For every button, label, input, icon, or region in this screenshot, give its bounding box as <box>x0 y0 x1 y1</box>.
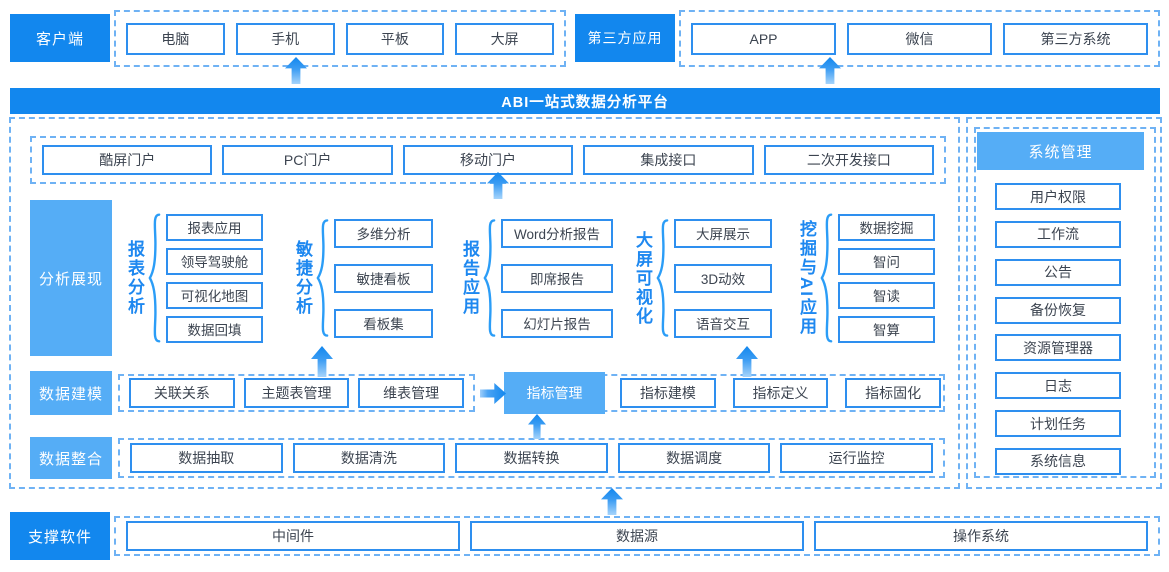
third-party-apps-container: APP 微信 第三方系统 <box>679 10 1160 67</box>
integration-section-label: 数据整合 <box>30 437 112 479</box>
analysis-box: 报表应用 <box>166 213 263 241</box>
app-box: 微信 <box>847 22 992 55</box>
analysis-box: 可视化地图 <box>166 281 263 309</box>
analysis-group-agile: 敏捷分析 多维分析 敏捷看板 看板集 <box>293 200 442 356</box>
system-box: 日志 <box>995 372 1121 400</box>
support-box: 数据源 <box>470 521 804 551</box>
support-box: 操作系统 <box>814 521 1148 551</box>
system-outer-container <box>966 117 1162 489</box>
modeling-section-label: 数据建模 <box>30 371 112 415</box>
metric-box: 指标建模 <box>620 378 716 408</box>
support-box: 中间件 <box>126 521 460 551</box>
system-box: 工作流 <box>995 220 1121 248</box>
metric-box: 指标固化 <box>845 378 942 408</box>
analysis-group-bigscreen: 大屏可视化 大屏展示 3D动效 语音交互 <box>633 200 782 356</box>
platform-title-banner: ABI一站式数据分析平台 <box>10 88 1160 114</box>
portal-box: 二次开发接口 <box>763 145 935 175</box>
integration-container: 数据抽取 数据清洗 数据转换 数据调度 运行监控 <box>118 438 945 478</box>
analysis-box: 即席报告 <box>501 263 613 293</box>
curly-brace-icon <box>316 218 329 338</box>
curly-brace-icon <box>656 218 669 338</box>
platform-container <box>9 117 960 489</box>
modeling-box: 维表管理 <box>358 378 465 408</box>
group-title: 大屏可视化 <box>633 230 652 326</box>
curly-brace-icon <box>820 212 833 344</box>
analysis-group-report-app: 报告应用 Word分析报告 即席报告 幻灯片报告 <box>460 200 621 356</box>
analysis-box: Word分析报告 <box>501 218 613 248</box>
system-box: 公告 <box>995 258 1121 286</box>
system-box: 计划任务 <box>995 410 1121 438</box>
analysis-box: 领导驾驶舱 <box>166 247 263 275</box>
modeling-box: 关联关系 <box>129 378 235 408</box>
analysis-box: 智算 <box>838 315 935 343</box>
group-title: 报表分析 <box>125 240 144 316</box>
device-box: 平板 <box>345 22 445 55</box>
app-box: APP <box>691 22 836 55</box>
support-container: 中间件 数据源 操作系统 <box>114 516 1160 556</box>
modeling-relations-container: 关联关系 主题表管理 维表管理 <box>118 374 475 412</box>
analysis-box: 智问 <box>838 247 935 275</box>
portal-box: 酷屏门户 <box>42 145 213 175</box>
analysis-box: 数据回填 <box>166 315 263 343</box>
device-box: 电脑 <box>126 22 225 55</box>
system-box: 备份恢复 <box>995 296 1121 324</box>
system-box: 系统信息 <box>995 447 1121 475</box>
analysis-box: 看板集 <box>334 308 433 338</box>
analysis-box: 智读 <box>838 281 935 309</box>
analysis-box: 3D动效 <box>674 263 772 293</box>
app-box: 第三方系统 <box>1003 22 1148 55</box>
curly-brace-icon <box>483 218 496 338</box>
group-title: 报告应用 <box>460 240 479 316</box>
metric-management-highlight: 指标管理 <box>504 372 605 414</box>
curly-brace-icon <box>148 212 161 344</box>
analysis-box: 多维分析 <box>334 218 433 248</box>
system-items: 用户权限 工作流 公告 备份恢复 资源管理器 日志 计划任务 系统信息 <box>995 183 1121 475</box>
portal-box: 移动门户 <box>402 145 574 175</box>
integration-box: 运行监控 <box>780 443 933 473</box>
device-box: 手机 <box>235 22 335 55</box>
integration-box: 数据调度 <box>617 443 771 473</box>
integration-box: 数据转换 <box>455 443 608 473</box>
portal-box: 集成接口 <box>583 145 754 175</box>
metric-box: 指标定义 <box>732 378 829 408</box>
up-arrow-icon <box>601 488 623 515</box>
system-inner-container <box>974 127 1156 478</box>
analysis-group-report: 报表分析 报表应用 领导驾驶舱 可视化地图 数据回填 <box>125 200 274 356</box>
group-title: 挖掘与AI应用 <box>797 220 816 336</box>
analysis-box: 幻灯片报告 <box>501 308 613 338</box>
analysis-box: 大屏展示 <box>674 218 772 248</box>
support-section-label: 支撑软件 <box>10 512 110 560</box>
analysis-group-ai: 挖掘与AI应用 数据挖掘 智问 智读 智算 <box>797 200 945 356</box>
analysis-section-label: 分析展现 <box>30 200 112 356</box>
analysis-box: 数据挖掘 <box>838 213 935 241</box>
system-box: 资源管理器 <box>995 334 1121 362</box>
portal-row-container: 酷屏门户 PC门户 移动门户 集成接口 二次开发接口 <box>30 136 946 184</box>
analysis-box: 语音交互 <box>674 308 772 338</box>
client-section-label: 客户端 <box>10 14 110 62</box>
integration-box: 数据清洗 <box>292 443 446 473</box>
system-box: 用户权限 <box>995 183 1121 210</box>
portal-box: PC门户 <box>222 145 393 175</box>
third-party-section-label: 第三方应用 <box>575 14 675 62</box>
modeling-box: 主题表管理 <box>243 378 350 408</box>
analysis-box: 敏捷看板 <box>334 263 433 293</box>
client-devices-container: 电脑 手机 平板 大屏 <box>114 10 566 67</box>
integration-box: 数据抽取 <box>130 443 283 473</box>
device-box: 大屏 <box>455 22 554 55</box>
system-section-label: 系统管理 <box>977 132 1144 170</box>
group-title: 敏捷分析 <box>293 240 312 316</box>
